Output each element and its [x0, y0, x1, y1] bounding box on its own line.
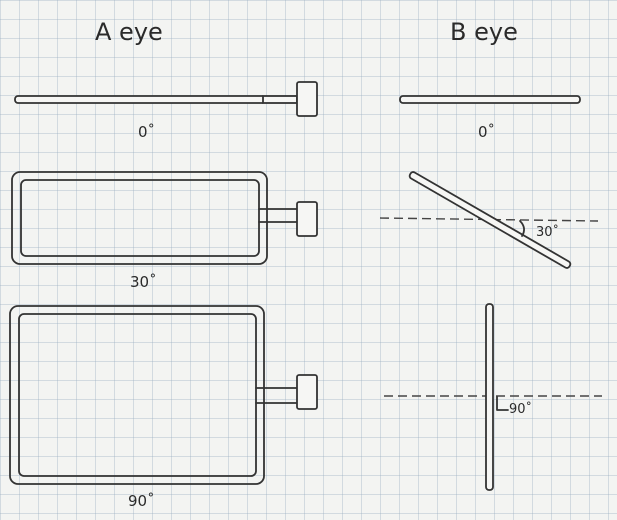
b-eye-rod-90deg — [384, 303, 602, 491]
a-eye-angle-30-label: 30˚ — [130, 273, 157, 291]
b-eye-angle-0-label: 0˚ — [478, 123, 495, 141]
b-eye-angle-90-label: 90˚ — [509, 401, 532, 417]
b-eye-reference-line-30 — [379, 217, 599, 222]
b-eye-angle-arc — [519, 220, 525, 237]
a-eye-frame-90deg — [9, 305, 318, 485]
b-eye-right-angle-mark — [496, 396, 509, 411]
a-eye-title: A eye — [95, 18, 163, 46]
b-eye-rod-30deg — [379, 171, 599, 269]
a-eye-frame-30deg — [11, 171, 318, 265]
a-eye-angle-0-label: 0˚ — [138, 123, 155, 141]
b-eye-title: B eye — [450, 18, 518, 46]
b-eye-angle-30-label: 30˚ — [536, 224, 559, 240]
b-eye-rod-0deg — [399, 95, 581, 104]
a-eye-angle-90-label: 90˚ — [128, 492, 155, 510]
a-eye-rod-0deg — [14, 81, 318, 117]
